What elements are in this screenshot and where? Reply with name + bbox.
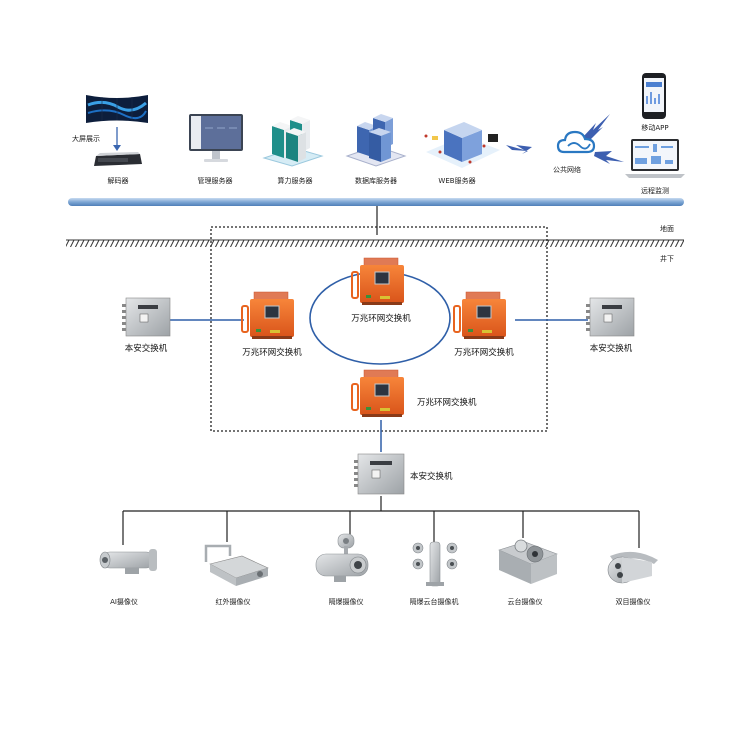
safe-switch-bottom-label: 本安交换机	[410, 472, 453, 482]
management-server-icon	[189, 114, 243, 162]
explosion-proof-ptz-camera-icon	[412, 541, 458, 587]
ring-switch-top-icon	[351, 257, 404, 305]
decoder-label: 解码器	[107, 177, 129, 185]
surface-zone-label: 地面	[660, 225, 674, 233]
ground-hatch	[66, 240, 684, 247]
management-server-label: 管理服务器	[197, 177, 233, 185]
ptz-camera-icon	[498, 539, 558, 584]
public-network-label: 公共网络	[553, 166, 581, 174]
ptz-camera-label: 云台摄像仪	[507, 598, 543, 606]
underground-core-box	[210, 226, 548, 432]
ai-camera-label: AI摄像仪	[110, 598, 138, 606]
mobile-phone-icon	[642, 73, 666, 119]
mobile-app-label: 移动APP	[641, 124, 669, 132]
safe-switch-left-icon	[122, 297, 171, 337]
ring-switch-top-label: 万兆环网交换机	[351, 314, 411, 324]
lightning-icon	[594, 151, 624, 164]
ring-switch-bottom-icon	[351, 369, 404, 417]
ring-switch-left-icon	[241, 291, 294, 339]
remote-monitor-label: 远程监测	[641, 187, 669, 195]
explosion-proof-camera-icon	[315, 533, 369, 582]
video-wall-label: 大屏展示	[72, 135, 100, 143]
safe-switch-left-label: 本安交换机	[124, 344, 168, 354]
infrared-camera-label: 红外摄像仪	[215, 598, 251, 606]
compute-server-label: 算力服务器	[277, 177, 313, 185]
decoder-icon	[94, 152, 142, 166]
database-server-label: 数据库服务器	[355, 177, 397, 185]
database-server-icon	[345, 114, 407, 167]
web-server-icon	[424, 122, 500, 168]
ring-switch-bottom-label: 万兆环网交换机	[417, 398, 477, 408]
infrared-camera-icon	[204, 544, 269, 586]
arrow-head-icon	[113, 145, 121, 151]
safe-switch-right-icon	[586, 297, 635, 337]
video-wall-icon	[86, 95, 148, 123]
backbone-bus	[68, 198, 684, 206]
safe-switch-right-label: 本安交换机	[589, 344, 633, 354]
ring-switch-right-icon	[453, 291, 506, 339]
ring-switch-right-label: 万兆环网交换机	[454, 348, 514, 358]
ai-camera-icon	[99, 549, 157, 574]
underground-zone-label: 井下	[660, 255, 674, 263]
explosion-proof-ptz-camera-label: 隔爆云台摄像机	[409, 598, 459, 606]
ring-switch-left-label: 万兆环网交换机	[242, 348, 302, 358]
compute-server-icon	[262, 116, 324, 167]
dual-lens-camera-label: 双目摄像仪	[615, 598, 651, 606]
web-server-label: WEB服务器	[438, 177, 476, 185]
safe-switch-bottom-icon	[354, 453, 405, 495]
lightning-icon	[506, 145, 532, 154]
dual-lens-camera-icon	[607, 551, 658, 584]
lightning-icon	[583, 114, 610, 140]
cloud-icon	[556, 130, 596, 154]
laptop-icon	[625, 139, 685, 178]
explosion-proof-camera-label: 隔爆摄像仪	[328, 598, 364, 606]
